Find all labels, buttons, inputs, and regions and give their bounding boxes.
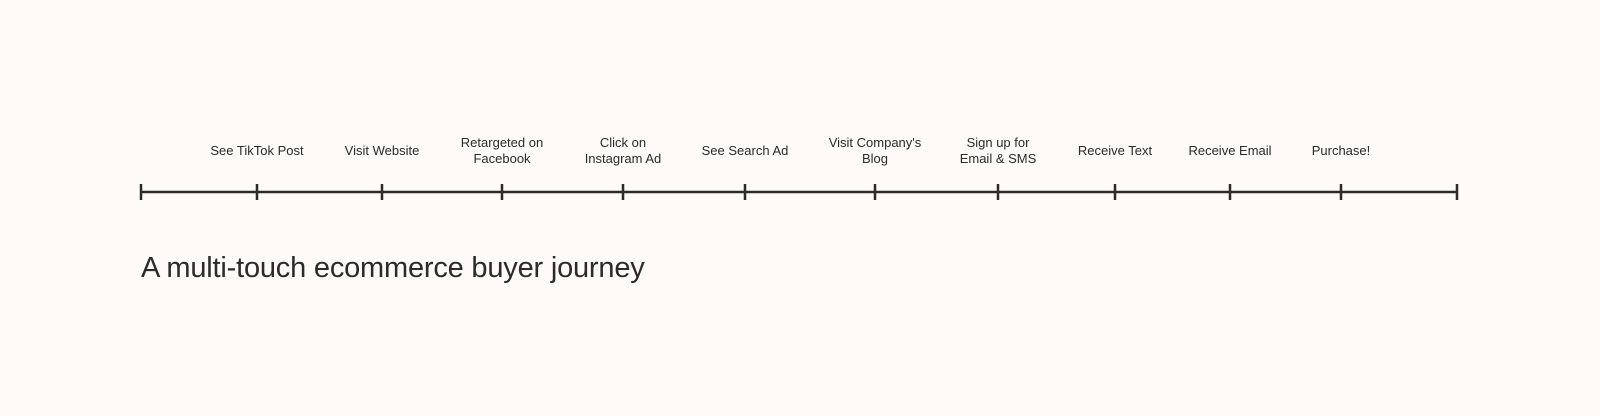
- touchpoint-label: Visit Website: [345, 143, 420, 158]
- touchpoint-label-line: Retargeted on: [461, 135, 543, 150]
- touchpoint-label-line: See Search Ad: [702, 143, 789, 158]
- touchpoint-label-line: Email & SMS: [960, 151, 1037, 166]
- touchpoint-label-line: Purchase!: [1312, 143, 1371, 158]
- touchpoint-label-line: Facebook: [473, 151, 531, 166]
- diagram-caption: A multi-touch ecommerce buyer journey: [141, 252, 645, 284]
- touchpoint-label: Receive Text: [1078, 143, 1153, 158]
- touchpoint-marks: See TikTok Post Visit Website Retargeted o…: [210, 135, 1370, 200]
- touchpoint-label: Receive Email: [1188, 143, 1271, 158]
- touchpoint-label-line: Receive Email: [1188, 143, 1271, 158]
- touchpoint-label: Purchase!: [1312, 143, 1371, 158]
- touchpoint-label: See TikTok Post: [210, 143, 304, 158]
- touchpoint-label-line: Sign up for: [967, 135, 1031, 150]
- touchpoint-label-line: Blog: [862, 151, 888, 166]
- touchpoint-label: See Search Ad: [702, 143, 789, 158]
- timeline-axis: [139, 184, 1459, 200]
- touchpoint-label-line: Click on: [600, 135, 646, 150]
- touchpoint-label-line: Instagram Ad: [585, 151, 662, 166]
- touchpoint-label-line: See TikTok Post: [210, 143, 304, 158]
- touchpoint-label-line: Receive Text: [1078, 143, 1153, 158]
- touchpoint-label-line: Visit Company's: [829, 135, 922, 150]
- touchpoint-label-line: Visit Website: [345, 143, 420, 158]
